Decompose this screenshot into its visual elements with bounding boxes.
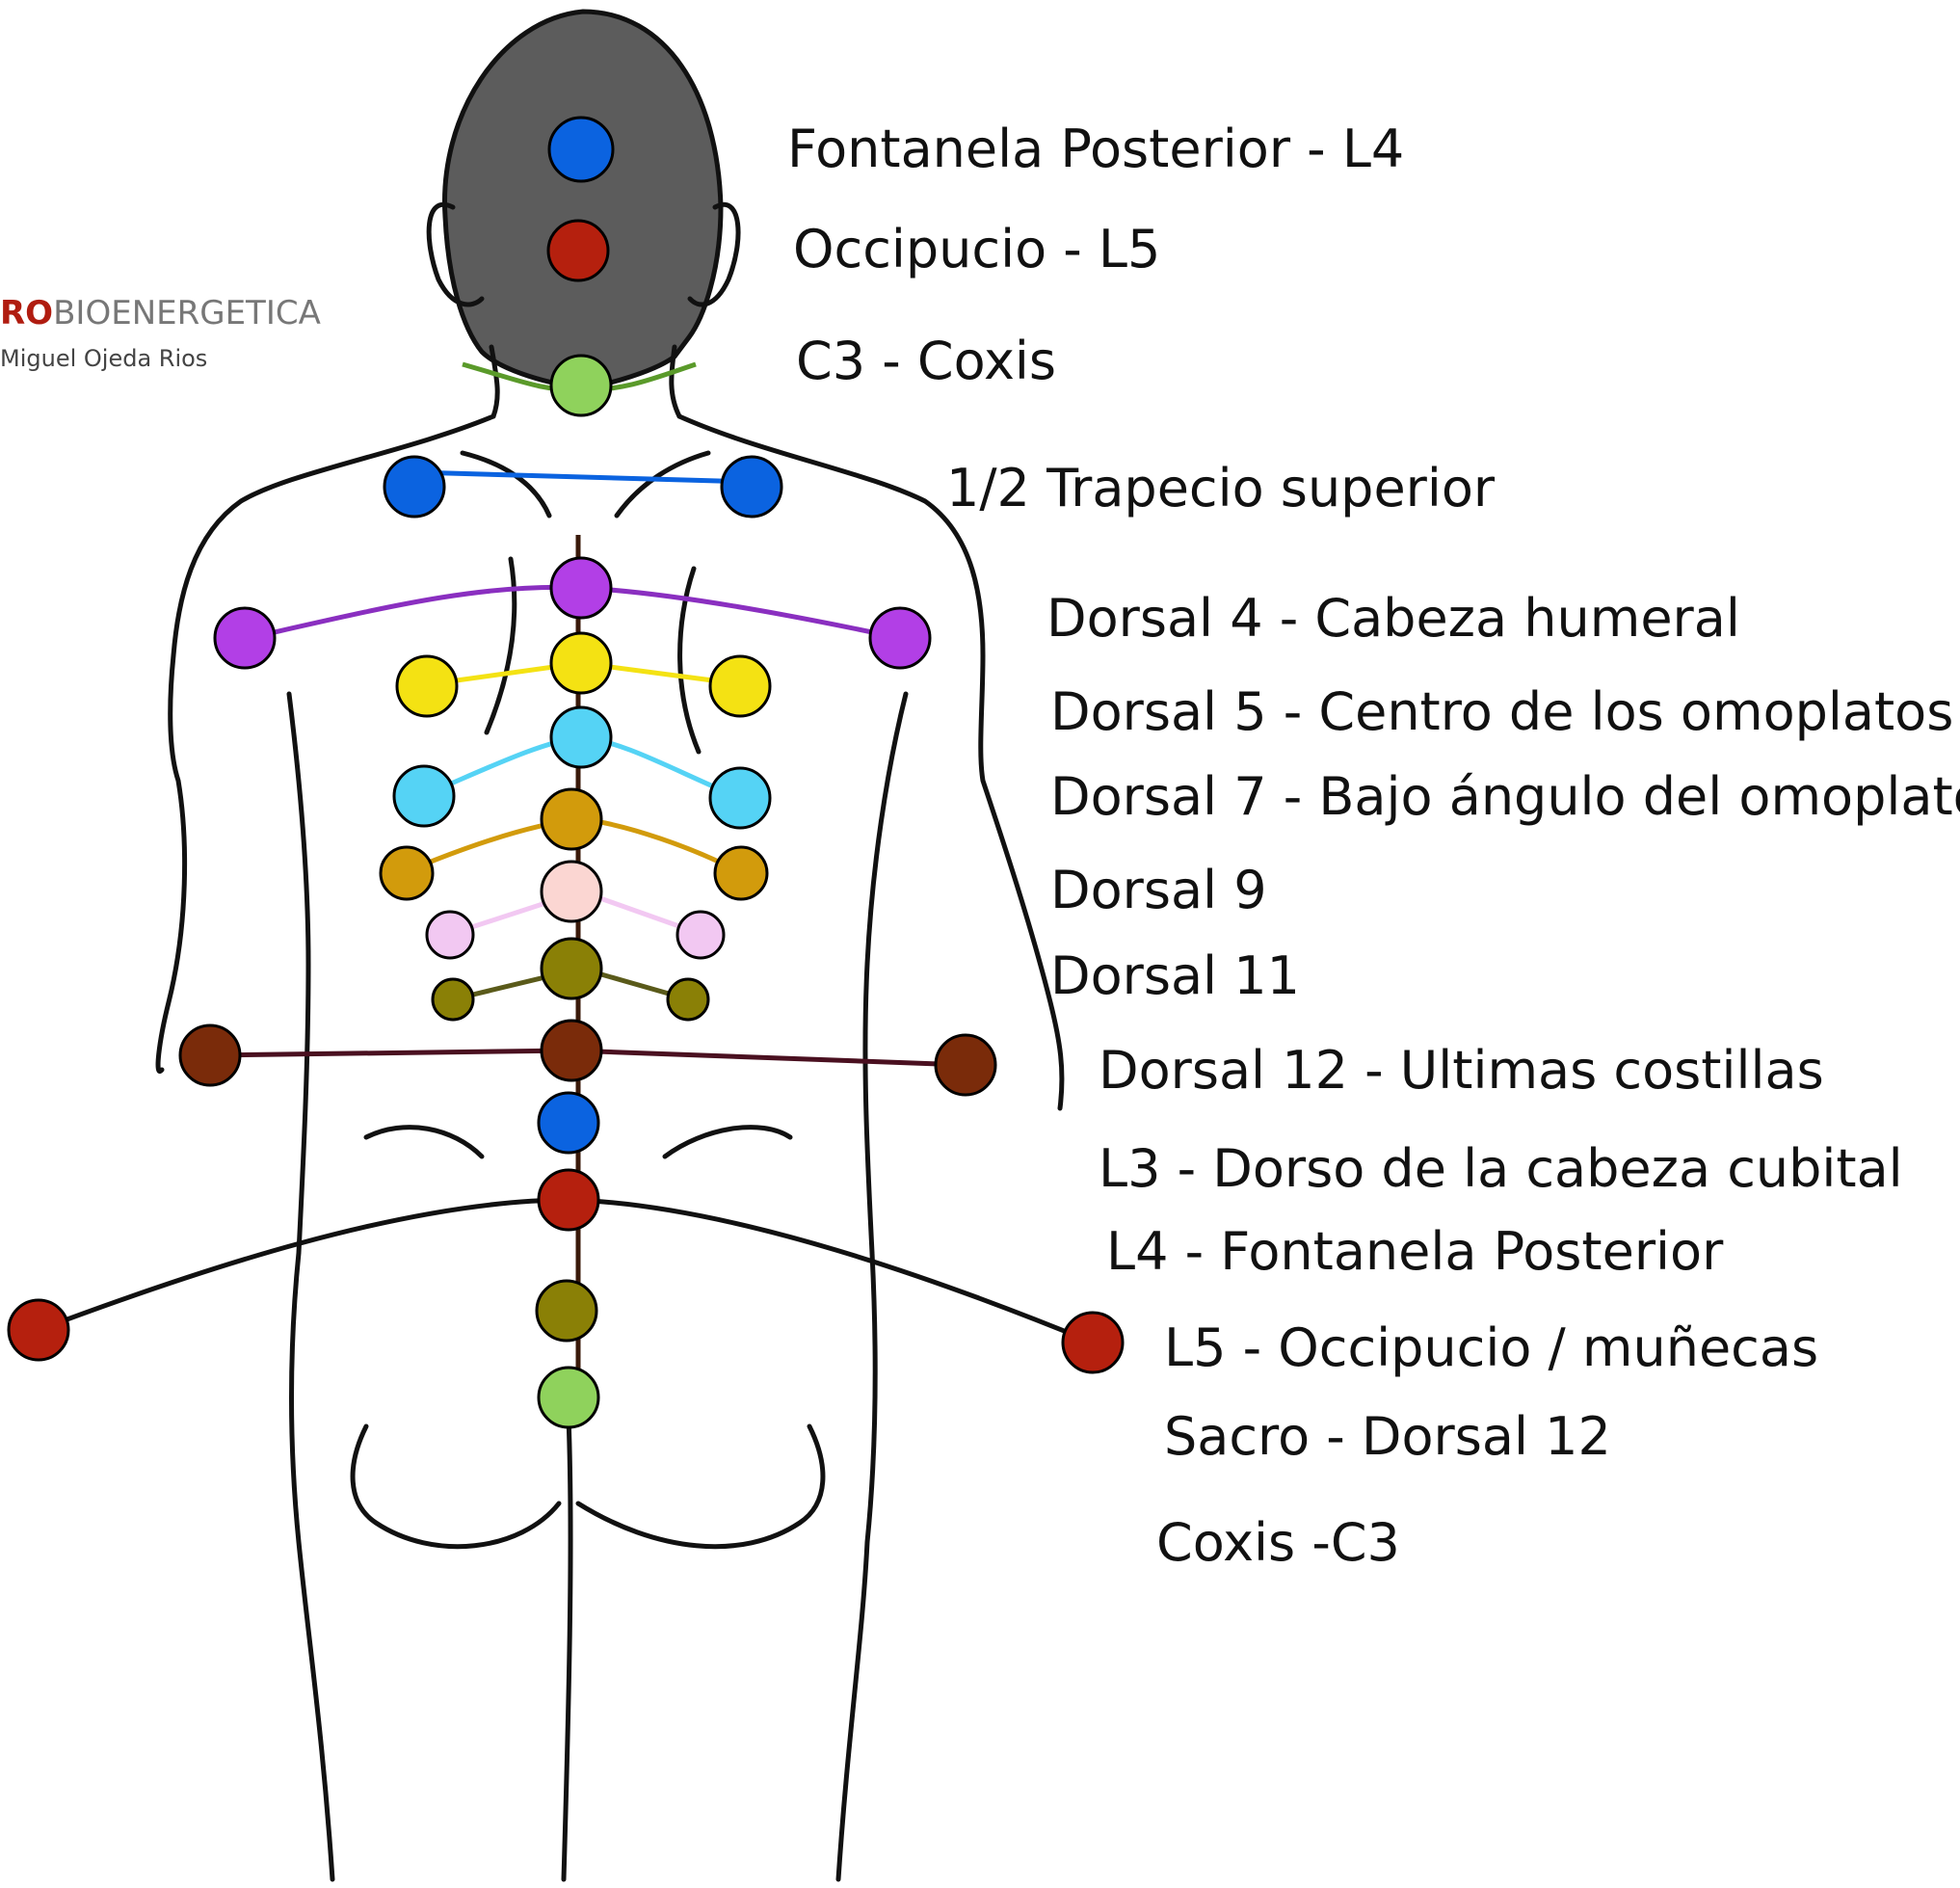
dorsal11-lower-left-point [433, 979, 473, 1020]
brand-logo: ROBIOENERGETICA [0, 297, 321, 330]
point-label: C3 - Coxis [796, 335, 1056, 387]
dorsal9-right-point [715, 847, 767, 899]
dorsal12-point [542, 1021, 601, 1080]
dorsal11-lower-right-point [668, 979, 708, 1020]
scapula-angle-left-point [394, 766, 454, 826]
muscle-line [487, 559, 515, 732]
scapula-angle-right-point [710, 768, 770, 828]
wrist-right-point [1063, 1313, 1123, 1372]
scapula-center-left-point [397, 656, 457, 716]
dorsal11-left-point [427, 912, 473, 958]
dorsal7-point [551, 707, 611, 767]
point-label: Occipucio - L5 [793, 224, 1160, 276]
humeral-left-point [215, 608, 275, 668]
spine-lower [564, 1417, 570, 1879]
point-label: L4 - Fontanela Posterior [1106, 1226, 1723, 1278]
scapula-center-right-point [710, 656, 770, 716]
muscle-line [463, 453, 549, 516]
dorsal5-point [551, 633, 611, 693]
point-label: 1/2 Trapecio superior [946, 463, 1495, 515]
buttock-right [578, 1128, 823, 1547]
dorsal10-point [542, 862, 601, 921]
point-label: Dorsal 12 - Ultimas costillas [1099, 1045, 1824, 1097]
muscle-line [617, 453, 708, 516]
point-label: Fontanela Posterior - L4 [787, 123, 1404, 175]
trapezius-left-point [384, 457, 444, 517]
buttock-left [353, 1128, 559, 1547]
occipucio-point [548, 221, 608, 280]
l5-point [537, 1281, 596, 1341]
brand-name: BIOENERGETICA [53, 294, 321, 332]
point-label: Coxis -C3 [1156, 1517, 1400, 1569]
point-label: Dorsal 5 - Centro de los omoplatos [1050, 686, 1953, 738]
dorsal11-right-point [677, 912, 724, 958]
neck-right [672, 347, 679, 416]
point-label: Dorsal 9 [1050, 864, 1267, 917]
wrist-left-point [9, 1300, 68, 1360]
fontanela-point [549, 118, 613, 181]
head-hair [444, 12, 721, 387]
ribs-right-point [936, 1035, 995, 1095]
torso-right-side [838, 694, 906, 1879]
dorsal9-point [542, 789, 601, 849]
point-label: Sacro - Dorsal 12 [1164, 1411, 1611, 1463]
l4-point [539, 1170, 598, 1230]
point-label: Dorsal 11 [1050, 950, 1300, 1002]
brand-author: Miguel Ojeda Rios [0, 347, 207, 370]
trapezius-connector [414, 472, 752, 482]
c3-point [551, 356, 611, 415]
point-label: L5 - Occipucio / muñecas [1164, 1322, 1818, 1374]
l3-point [539, 1093, 598, 1153]
point-label: L3 - Dorso de la cabeza cubital [1099, 1143, 1903, 1195]
point-label: Dorsal 4 - Cabeza humeral [1046, 593, 1740, 645]
dorsal9-left-point [381, 847, 433, 899]
dorsal4-point [551, 558, 611, 618]
torso-left-side [289, 694, 332, 1879]
trapezius-right-point [722, 457, 781, 517]
sacro-point [539, 1368, 598, 1427]
dorsal11-point [542, 939, 601, 998]
body-outline-right [679, 416, 1062, 1108]
point-label: Dorsal 7 - Bajo ángulo del omoplato [1050, 771, 1960, 823]
ribs-left-point [180, 1025, 240, 1085]
humeral-right-point [870, 608, 930, 668]
brand-prefix: RO [0, 294, 53, 332]
body-outline-left [158, 416, 493, 1072]
